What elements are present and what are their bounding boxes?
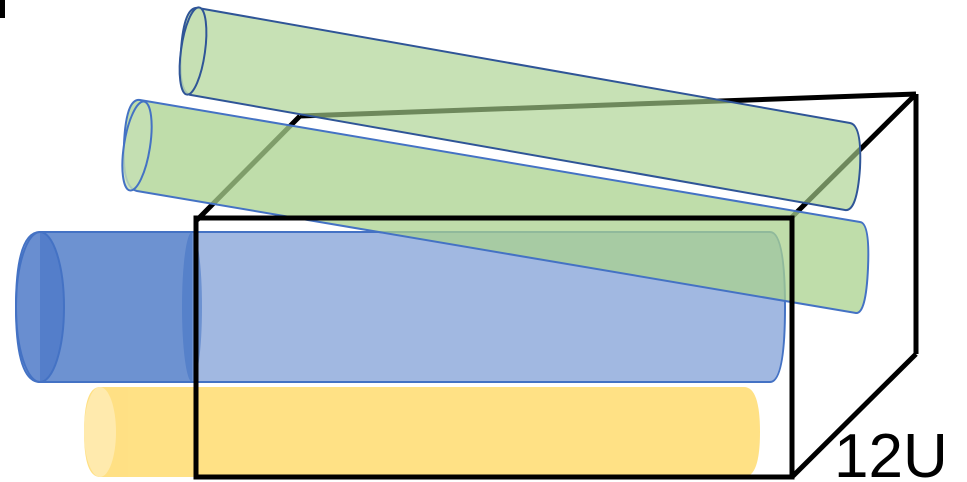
box-front-edges bbox=[193, 94, 919, 480]
middle-green-cylinder bbox=[121, 98, 870, 314]
top-green-cylinder bbox=[178, 6, 862, 212]
yellow-cylinder bbox=[84, 387, 760, 477]
top-left-mark bbox=[0, 0, 5, 18]
box-size-label: 12U bbox=[834, 422, 948, 482]
